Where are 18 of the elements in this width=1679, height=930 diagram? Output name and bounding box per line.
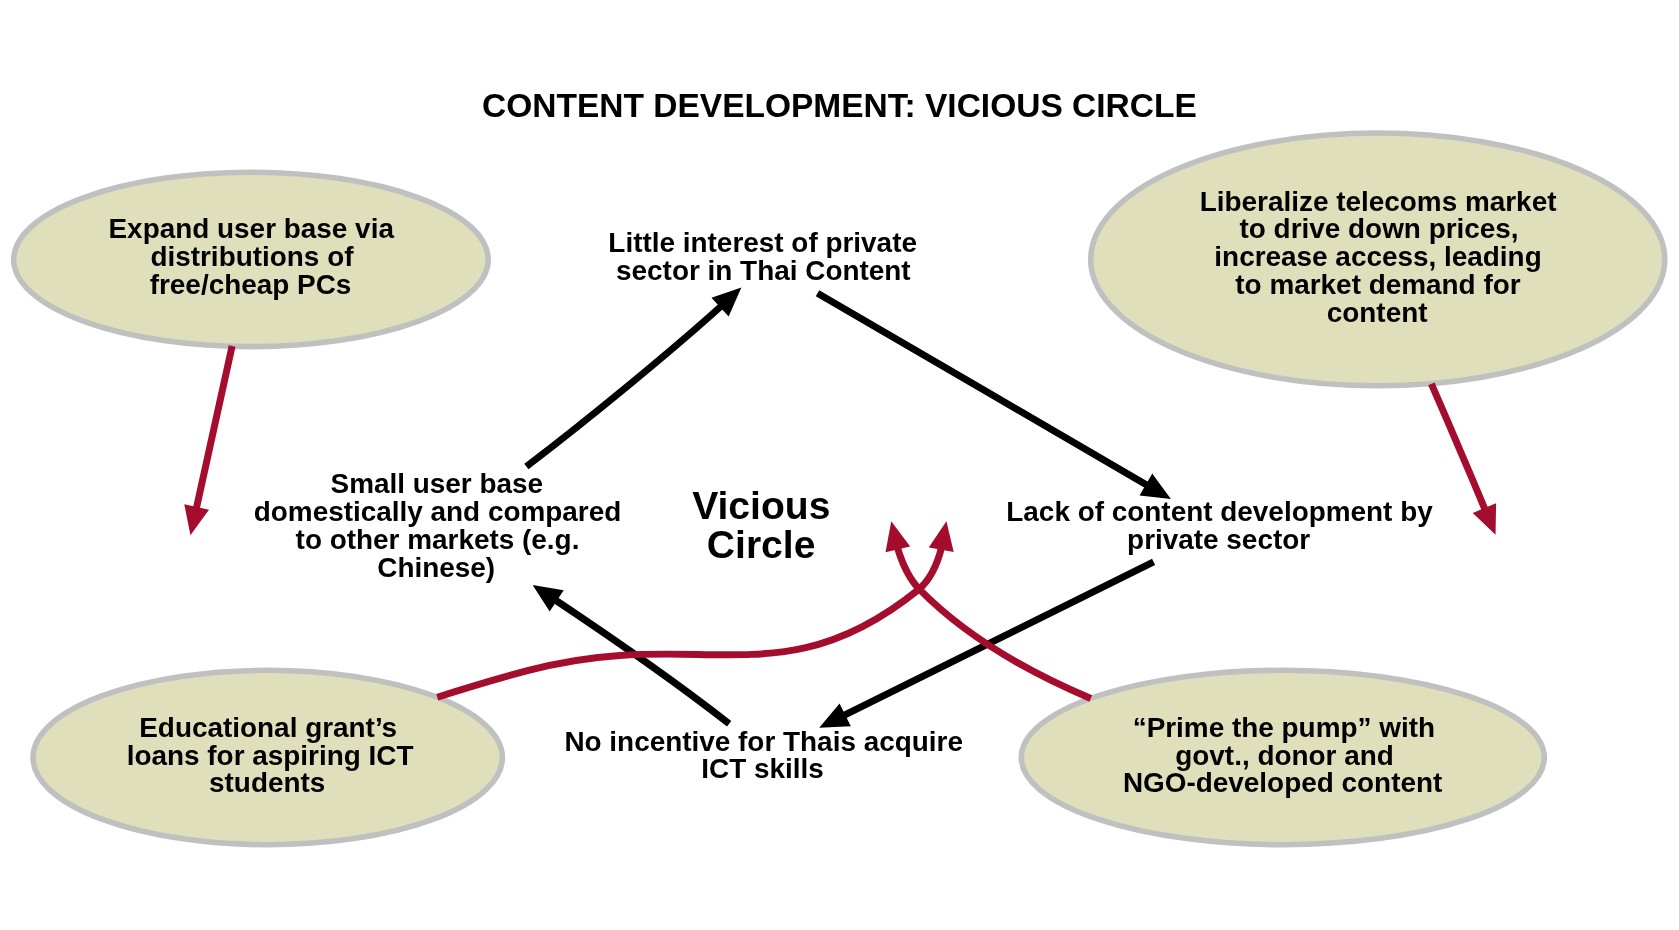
node-text: No incentive for Thais acquire ICT skills — [564, 725, 963, 785]
node-text: Small user base domestically and compared to other markets (e.g. Chinese) — [253, 468, 622, 584]
arrow — [815, 290, 1171, 500]
arrow — [532, 584, 732, 727]
arrow — [184, 345, 236, 536]
node-text: Little interest of private sector in Thai Content — [608, 227, 917, 287]
label: Vicious Circle — [692, 484, 831, 567]
arrow — [885, 521, 1093, 702]
arrow — [436, 521, 954, 701]
node-ellipse: Expand user base via distributions of free/cheap PCs — [10, 169, 491, 350]
arrow — [524, 287, 742, 470]
diagram-title: CONTENT DEVELOPMENT: VICIOUS CIRCLE — [482, 86, 1197, 124]
node-ellipse: Liberalize telecoms market to drive down prices, increase access, leading to market demand for content — [1087, 130, 1668, 389]
node-text: Lack of content development by private sector — [1006, 496, 1433, 556]
arrow — [819, 558, 1156, 728]
arrow — [1428, 382, 1497, 535]
node-ellipse: Educational grant’s loans for aspiring ICT students — [30, 667, 506, 848]
node-ellipse: “Prime the pump” with govt., donor and NGO-developed content — [1018, 667, 1548, 848]
